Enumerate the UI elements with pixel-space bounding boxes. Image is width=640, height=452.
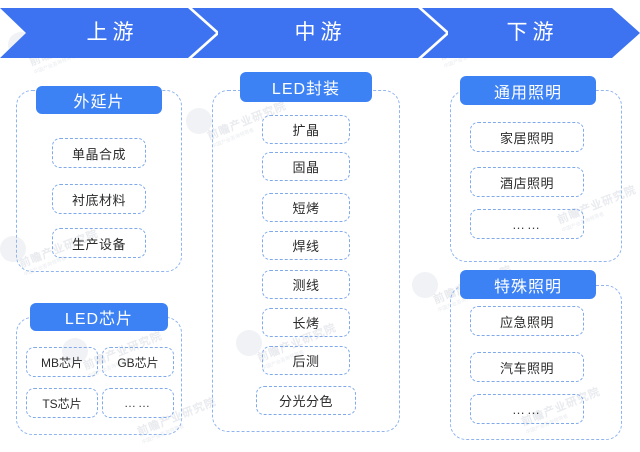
item-long-baking[interactable]: 长烤 (262, 308, 350, 337)
item-spectral-sorting[interactable]: 分光分色 (256, 386, 356, 415)
item-wire-bonding[interactable]: 焊线 (262, 231, 350, 260)
item-wafer-expansion[interactable]: 扩晶 (262, 115, 350, 144)
group-title-general-lighting[interactable]: 通用照明 (460, 76, 596, 105)
item-monocrystal-synthesis[interactable]: 单晶合成 (52, 138, 146, 168)
item-emergency-lighting[interactable]: 应急照明 (470, 306, 584, 336)
watermark-logo (412, 272, 438, 298)
item-short-baking[interactable]: 短烤 (262, 193, 350, 222)
stage-label-midstream: 中游 (294, 21, 347, 44)
item-more-chips[interactable]: …… (102, 388, 174, 418)
stage-label-upstream: 上游 (86, 21, 139, 44)
group-title-epitaxial-wafer[interactable]: 外延片 (36, 86, 162, 114)
group-title-led-chip[interactable]: LED芯片 (30, 303, 168, 331)
item-post-testing[interactable]: 后测 (262, 346, 350, 375)
item-automotive-lighting[interactable]: 汽车照明 (470, 352, 584, 382)
item-hotel-lighting[interactable]: 酒店照明 (470, 167, 584, 197)
group-title-led-packaging[interactable]: LED封装 (240, 72, 372, 102)
item-wire-testing[interactable]: 测线 (262, 270, 350, 299)
stage-banner: 上游 中游 下游 (0, 8, 640, 58)
item-production-equipment[interactable]: 生产设备 (52, 228, 146, 258)
item-die-bonding[interactable]: 固晶 (262, 152, 350, 181)
item-substrate-material[interactable]: 衬底材料 (52, 184, 146, 214)
watermark-logo (186, 108, 212, 134)
item-mb-chip[interactable]: MB芯片 (26, 347, 98, 377)
item-home-lighting[interactable]: 家居照明 (470, 122, 584, 152)
group-title-special-lighting[interactable]: 特殊照明 (460, 270, 596, 299)
item-gb-chip[interactable]: GB芯片 (102, 347, 174, 377)
stage-label-downstream: 下游 (506, 21, 559, 44)
item-more-general-lighting[interactable]: …… (470, 209, 584, 239)
banner-arrow-shape (0, 8, 640, 58)
item-more-special-lighting[interactable]: …… (470, 394, 584, 424)
item-ts-chip[interactable]: TS芯片 (26, 388, 98, 418)
